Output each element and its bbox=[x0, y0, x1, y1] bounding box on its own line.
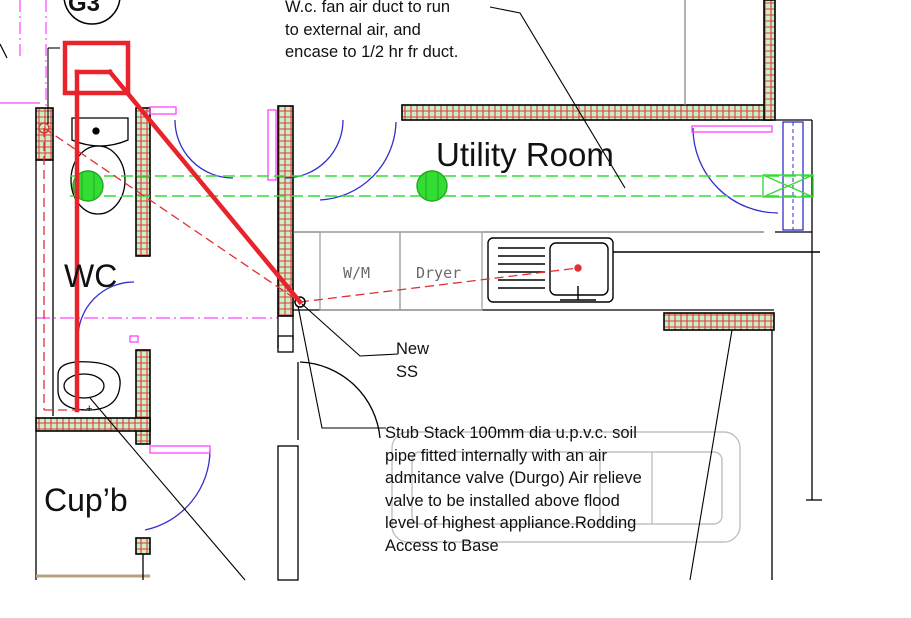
dryer-unit bbox=[399, 231, 483, 311]
appliance-label-dryer: Dryer bbox=[416, 264, 462, 282]
doors bbox=[77, 106, 779, 531]
grid-reference-label: G3 bbox=[68, 0, 101, 17]
wall-partition bbox=[277, 105, 294, 317]
wall-utility-right bbox=[763, 0, 776, 121]
room-label-cupboard: Cup’b bbox=[44, 482, 128, 518]
note-stub-stack-line: pipe fitted internally with an air bbox=[385, 446, 607, 465]
leader-lines bbox=[47, 6, 733, 581]
note-stub-stack-line: Stub Stack 100mm dia u.p.v.c. soil bbox=[385, 424, 637, 442]
markup-box bbox=[62, 40, 131, 96]
grid-reference-bubble bbox=[63, 0, 121, 25]
note-fan-duct: W.c. fan air duct to run to external air… bbox=[285, 0, 458, 64]
note-stub-stack-line: valve to be installed above flood bbox=[385, 491, 620, 510]
note-new-ss-line: SS bbox=[396, 362, 419, 381]
note-fan-duct-line: encase to 1/2 hr fr duct. bbox=[285, 43, 459, 61]
door-leaf-utility-left bbox=[267, 109, 277, 181]
svg-text:+: + bbox=[86, 403, 92, 415]
note-stub-stack-line: admitance valve (Durgo) Air relieve bbox=[385, 469, 642, 487]
room-label-wc: WC bbox=[64, 258, 118, 294]
leader-new-ss bbox=[301, 303, 399, 357]
door-swing-stairs bbox=[299, 361, 381, 439]
note-stub-stack-line: level of highest appliance.Rodding bbox=[385, 514, 637, 532]
door-swing-external bbox=[692, 127, 779, 214]
door-swing-utility-mid bbox=[319, 121, 397, 201]
sink-waste-point bbox=[574, 264, 582, 272]
room-label-utility: Utility Room bbox=[436, 136, 614, 173]
drain-points bbox=[38, 122, 582, 272]
note-new-ss: New SS bbox=[396, 338, 429, 383]
fan-extract-wc bbox=[72, 170, 104, 202]
door-leaf-cupboard bbox=[149, 445, 211, 454]
wall-utility-top bbox=[401, 104, 773, 121]
fan-extract-utility bbox=[416, 170, 448, 202]
wall-wc-right-upper bbox=[135, 107, 151, 257]
wall-cupboard-stub bbox=[135, 537, 151, 555]
appliance-units bbox=[319, 231, 483, 311]
door-leaf-wc-top bbox=[149, 106, 177, 115]
wall-utility-bottom bbox=[663, 312, 775, 331]
ventilation-duct bbox=[70, 170, 814, 202]
leader-stub-stack bbox=[297, 305, 386, 429]
appliance-label-washing-machine: W/M bbox=[343, 264, 371, 282]
wall-wc-bottom bbox=[35, 417, 151, 432]
note-new-ss-line: New bbox=[396, 340, 430, 358]
note-stub-stack: Stub Stack 100mm dia u.p.v.c. soil pipe … bbox=[385, 422, 642, 557]
note-fan-duct-line: to external air, and bbox=[285, 20, 421, 39]
furniture-outline bbox=[391, 431, 741, 543]
door-swing-wc-top bbox=[174, 119, 234, 179]
note-stub-stack-line: Access to Base bbox=[385, 536, 499, 555]
door-swing-cupboard bbox=[144, 449, 211, 531]
wash-basin: + bbox=[57, 361, 121, 415]
door-swing-utility-left bbox=[284, 119, 344, 179]
leader-basin bbox=[89, 397, 246, 581]
markup-annotation bbox=[62, 40, 304, 413]
leader-fan-duct bbox=[489, 6, 626, 189]
sink-unit bbox=[487, 237, 820, 303]
leader-wall bbox=[689, 329, 733, 581]
centre-lines bbox=[0, 0, 278, 319]
door-leaf-external bbox=[691, 125, 773, 133]
gully-wc bbox=[38, 122, 50, 134]
note-fan-duct-line: W.c. fan air duct to run bbox=[285, 0, 451, 16]
soil-stack bbox=[294, 296, 306, 308]
door-leaf-wc-bottom bbox=[129, 335, 139, 343]
wc-pan bbox=[70, 117, 129, 215]
